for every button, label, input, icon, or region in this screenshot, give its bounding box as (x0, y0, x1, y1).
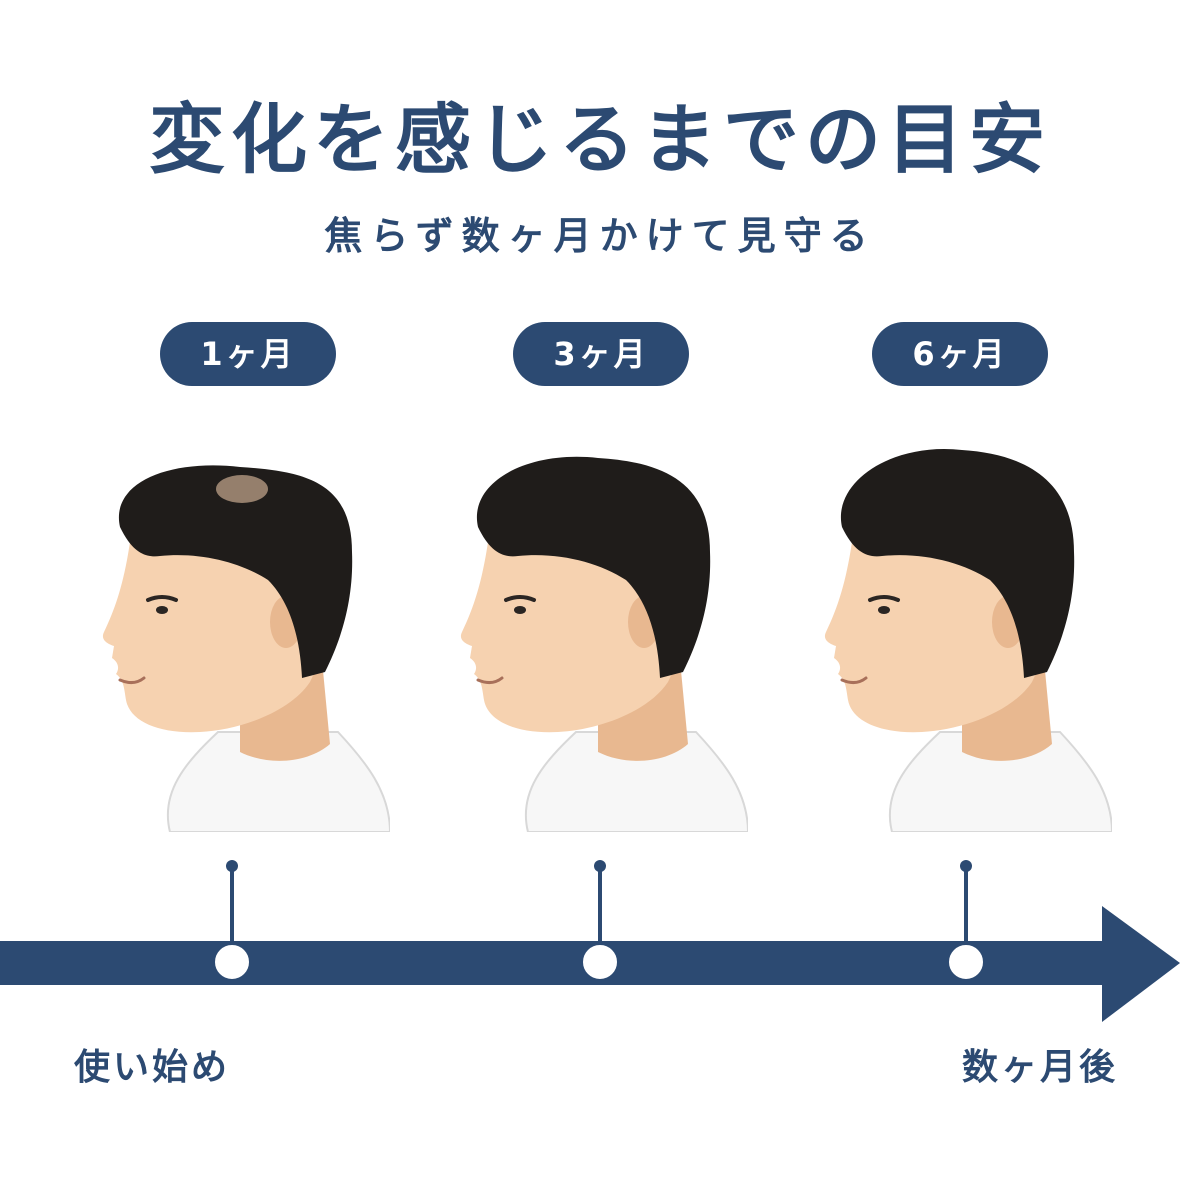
page-subtitle: 焦らず数ヶ月かけて見守る (324, 214, 876, 258)
timeline-marker-1-month (211, 860, 253, 983)
timeline-arrowhead (1102, 906, 1180, 1022)
timeline-arrow (0, 860, 1180, 1022)
portrait-3-months (460, 456, 748, 832)
timeline-end-label: 数ヶ月後 (961, 1047, 1118, 1088)
stage-badge-6-months: 6ヶ月 (872, 322, 1048, 386)
portrait-6-months (824, 448, 1112, 832)
timeline-bar (0, 941, 1110, 985)
stage-badge-3-months: 3ヶ月 (513, 322, 689, 386)
timeline-start-label: 使い始め (74, 1047, 231, 1088)
timeline-marker-3-months (579, 860, 621, 983)
page-title: 変化を感じるまでの目安 (149, 95, 1051, 184)
timeline-marker-6-months (945, 860, 987, 983)
stage-badge-1-month: 1ヶ月 (160, 322, 336, 386)
portrait-1-month (102, 465, 390, 832)
